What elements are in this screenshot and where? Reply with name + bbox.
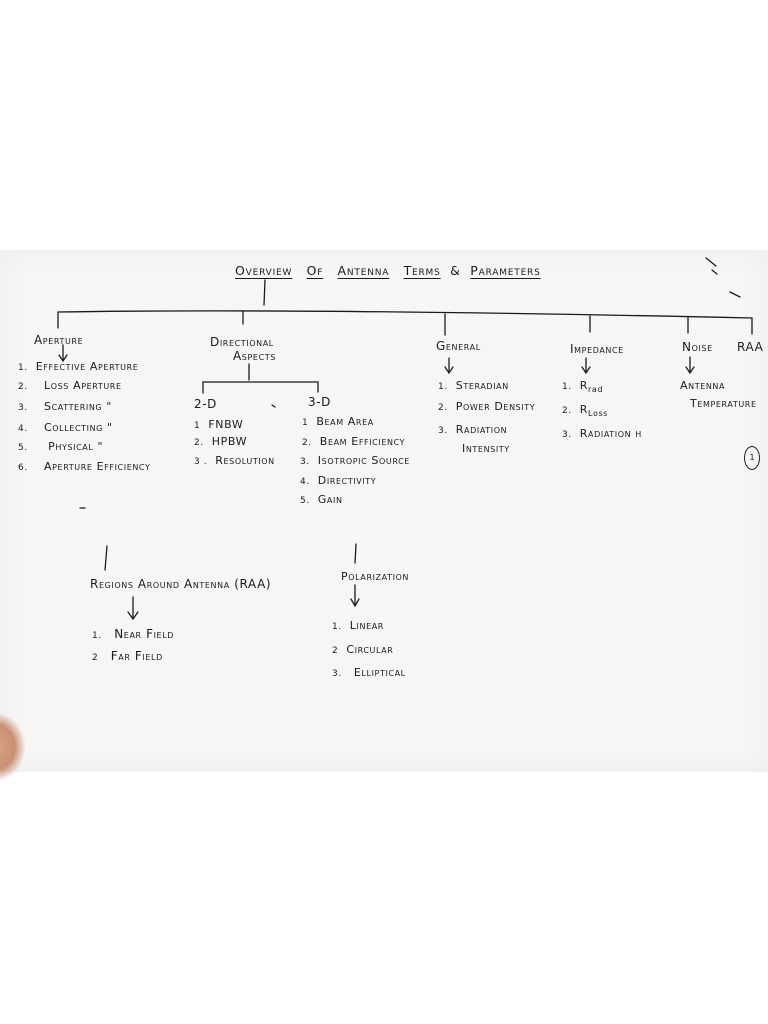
list-item: 2.RLoss bbox=[562, 403, 608, 418]
list-item: 2.Beam Efficiency bbox=[302, 435, 406, 448]
title-word: & bbox=[450, 263, 461, 278]
list-item: 1.Rrad bbox=[562, 379, 604, 394]
general-heading: General bbox=[436, 339, 481, 353]
list-item: 3.Radiation bbox=[438, 423, 508, 436]
list-item: 1.Steradian bbox=[438, 379, 509, 392]
noise-heading: Noise bbox=[682, 340, 713, 354]
list-item: 3.Radiation η bbox=[562, 427, 642, 440]
title-word: Antenna bbox=[337, 263, 390, 278]
list-item: 3.Isotropic Source bbox=[300, 454, 410, 467]
page-number-badge: 1 bbox=[744, 446, 760, 470]
3d-heading: 3-D bbox=[308, 395, 332, 409]
title-word: Terms bbox=[403, 263, 441, 278]
list-item: 3. Scattering " bbox=[18, 400, 112, 413]
list-item: 6. Aperture Efficiency bbox=[18, 460, 151, 473]
list-item: 2.HPBW bbox=[194, 435, 248, 448]
list-item: 3. Elliptical bbox=[332, 666, 406, 679]
impedance-heading: Impedance bbox=[570, 342, 624, 356]
2d-heading: 2-D bbox=[194, 397, 218, 411]
list-item: 2. Loss Aperture bbox=[18, 379, 122, 392]
directional-heading: Directional bbox=[210, 335, 274, 349]
noise-item-continuation: Temperature bbox=[690, 397, 757, 410]
list-item: 5. Physical " bbox=[18, 440, 104, 453]
directional-heading-line2: Aspects bbox=[233, 349, 276, 363]
title-word: Of bbox=[306, 263, 324, 278]
list-item: 4.Directivity bbox=[300, 474, 377, 487]
polarization-heading: Polarization bbox=[341, 570, 410, 583]
list-item: 2 Far Field bbox=[92, 649, 163, 663]
notebook-page bbox=[0, 250, 768, 772]
noise-item: Antenna bbox=[680, 379, 726, 392]
raa-heading: RAA bbox=[737, 340, 764, 354]
list-item: 3 .Resolution bbox=[194, 454, 275, 467]
title-word: Parameters bbox=[470, 263, 541, 278]
list-item: 4. Collecting " bbox=[18, 421, 113, 434]
list-item: 1.Effective Aperture bbox=[18, 360, 139, 373]
page-title: Overview Of Antenna Terms & Parameters bbox=[235, 263, 541, 278]
aperture-heading: Aperture bbox=[34, 333, 84, 347]
list-item: 5.Gain bbox=[300, 493, 343, 506]
list-item-continuation: Intensity bbox=[462, 442, 510, 455]
list-item: 2.Power Density bbox=[438, 400, 536, 413]
title-word: Overview bbox=[235, 263, 293, 278]
list-item: 1.Linear bbox=[332, 619, 384, 632]
list-item: 1. Near Field bbox=[92, 627, 175, 641]
regions-heading: Regions Around Antenna (RAA) bbox=[90, 577, 272, 591]
